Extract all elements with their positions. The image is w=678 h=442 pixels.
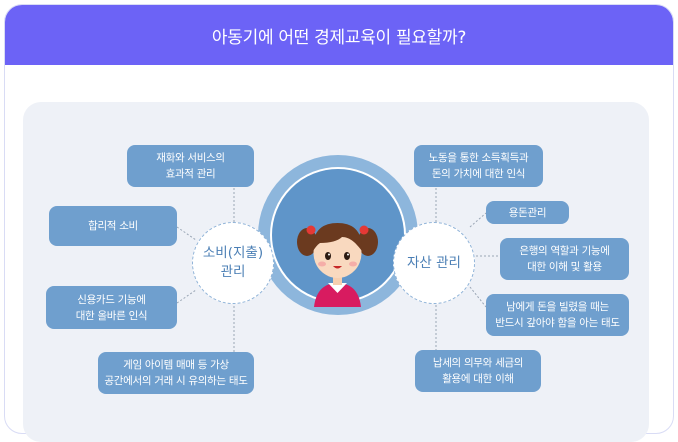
item-text: 반드시 갚아야 함을 아는 태도 [495,317,620,329]
item-text: 공간에서의 거래 시 유의하는 태도 [104,375,248,387]
connector-lines [176,188,500,352]
item-text: 효과적 관리 [165,168,216,180]
connector-line [469,212,487,228]
item-text: 대한 이해 및 활용 [527,261,602,273]
item-text: 납세의 의무와 세금의 [432,357,524,369]
item-text: 재화와 서비스의 [156,152,225,164]
connector-line [176,289,197,304]
cluster-asset-management: 자산 관리 [393,222,475,304]
item-text: 게임 아이템 매매 등 가상 [123,359,229,371]
item-text: 은행의 역할과 기능에 [519,245,610,257]
cluster-spending-management: 소비(지출) 관리 [192,222,274,304]
item-text: 노동을 통한 소득획득과 [428,152,529,164]
cluster-label: 소비(지출) [202,245,264,261]
connector-line [469,286,487,308]
cluster-label: 관리 [220,264,246,280]
left-item-box: 합리적 소비 [49,206,177,246]
connector-line [176,226,197,241]
header-title: 아동기에 어떤 경제교육이 필요할까? [5,5,673,65]
item-text: 대한 올바른 인식 [75,309,148,322]
item-text: 합리적 소비 [88,220,138,232]
item-text: 돈의 가치에 대한 인식 [431,168,526,180]
item-text: 활용에 대한 이해 [442,373,514,385]
item-text: 용돈관리 [508,206,547,219]
item-text: 남에게 돈을 빌렸을 때는 [506,301,609,313]
cluster-label: 자산 관리 [407,254,461,271]
item-text: 신용카드 기능에 [77,293,146,306]
right-item-box: 용돈관리 [486,201,569,224]
girl-illustration-icon [297,223,378,307]
